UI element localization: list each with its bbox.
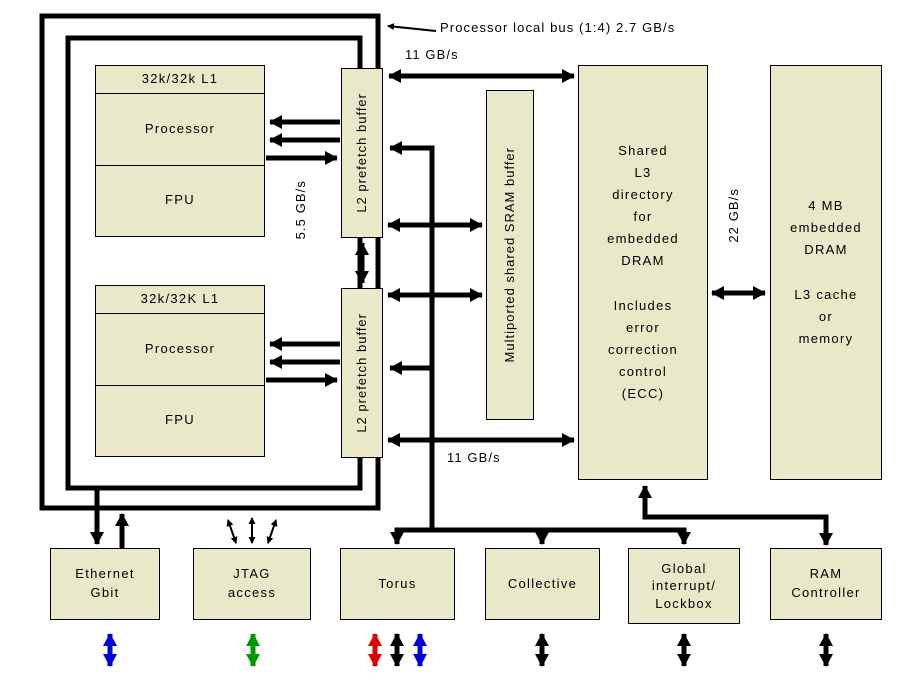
- bw-22-label: 22 GB/s: [726, 188, 741, 243]
- sram-buffer-label: Multiported shared SRAM buffer: [501, 147, 517, 363]
- processor-local-bus-label: Processor local bus (1:4) 2.7 GB/s: [440, 20, 676, 35]
- global-interrupt-label: Global interrupt/ Lockbox: [651, 560, 717, 611]
- torus-label: Torus: [378, 575, 417, 591]
- l1-cache-label-2: 32k/32K L1: [96, 286, 264, 314]
- bw-5-5-label: 5.5 GB/s: [293, 180, 308, 240]
- bus-loop-outer: [39, 13, 381, 511]
- l3-directory: Shared L3 directory for embedded DRAM In…: [578, 65, 708, 480]
- fpu-label-1: FPU: [165, 192, 195, 208]
- l2-prefetch-buffer-1-label: L2 prefetch buffer: [353, 93, 369, 213]
- sram-buffer: Multiported shared SRAM buffer: [486, 90, 534, 420]
- l3-directory-label: Shared L3 directory for embedded DRAM In…: [607, 142, 679, 401]
- processor-block-1: 32k/32k L1 Processor FPU: [95, 65, 265, 237]
- embedded-dram-label: 4 MB embedded DRAM L3 cache or memory: [790, 198, 862, 346]
- ram-controller-label: RAM Controller: [791, 566, 861, 600]
- l1-cache-label-1: 32k/32k L1: [96, 66, 264, 94]
- ethernet-label: Ethernet Gbit: [75, 566, 135, 600]
- torus-box: Torus: [340, 548, 455, 620]
- processor-core-label-2: Processor: [96, 314, 264, 386]
- ram-controller-box: RAM Controller: [770, 548, 882, 620]
- global-interrupt-box: Global interrupt/ Lockbox: [628, 548, 740, 624]
- collective-label: Collective: [507, 575, 578, 591]
- bw-11-top-label: 11 GB/s: [405, 47, 459, 62]
- collective-box: Collective: [485, 548, 600, 620]
- fpu-label-2: FPU: [165, 412, 195, 428]
- bw-11-bottom-label: 11 GB/s: [447, 450, 501, 465]
- processor-core-label-1: Processor: [96, 94, 264, 166]
- l2-prefetch-buffer-2-label: L2 prefetch buffer: [353, 313, 369, 433]
- l2-prefetch-buffer-2: L2 prefetch buffer: [341, 288, 383, 458]
- embedded-dram: 4 MB embedded DRAM L3 cache or memory: [770, 65, 882, 480]
- processor-block-2: 32k/32K L1 Processor FPU: [95, 285, 265, 457]
- jtag-label: JTAG access: [227, 566, 277, 600]
- ethernet-box: Ethernet Gbit: [50, 548, 160, 620]
- l2-prefetch-buffer-1: L2 prefetch buffer: [341, 68, 383, 238]
- jtag-box: JTAG access: [193, 548, 311, 620]
